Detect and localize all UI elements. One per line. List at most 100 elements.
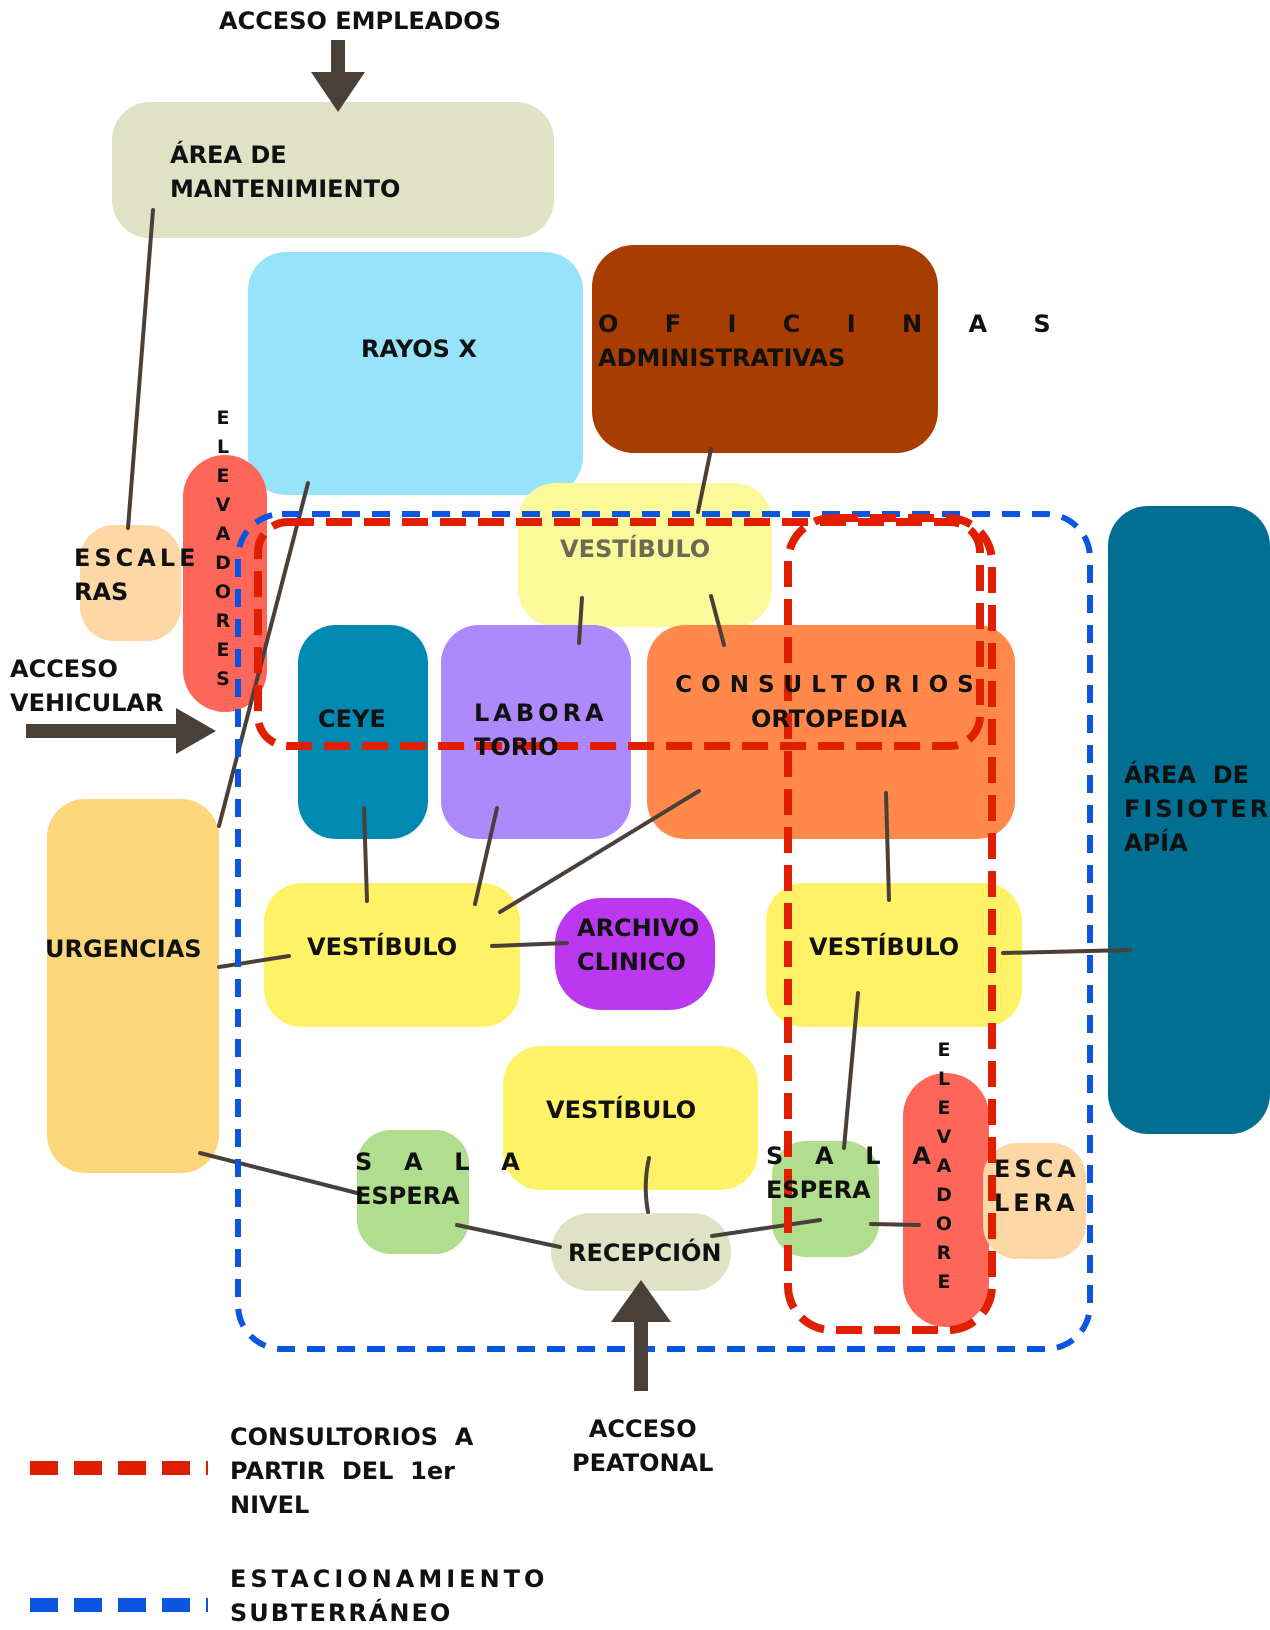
- fisioterapia-line-3: APÍA: [1124, 829, 1188, 857]
- connector-urgencias-vestibulo: [217, 954, 291, 969]
- escalera-right-line-1: ESCA: [994, 1155, 1080, 1183]
- escalera-right-box: [983, 1143, 1086, 1259]
- sala-espera-left-label: S A L A ESPERA: [355, 1145, 525, 1213]
- laboratorio-label: LABORA TORIO: [474, 696, 608, 764]
- blue-dashed-zone-parking: [235, 511, 1093, 1352]
- connector-recepcion-sala-right: [710, 1218, 822, 1238]
- legend-red-line-2: PARTIR DEL 1er: [230, 1457, 455, 1485]
- vestibulo-top-label: VESTÍBULO: [560, 535, 711, 563]
- mantenimiento-line-1: ÁREA DE: [170, 141, 287, 169]
- archivo-line-1: ARCHIVO: [577, 914, 700, 942]
- escalera-right-line-2: LERA: [994, 1189, 1079, 1217]
- connector-vestibulo-fisioterapia: [1001, 948, 1132, 955]
- vestibulo-top-box: [518, 483, 772, 627]
- acceso-vehicular-line-2: VEHICULAR: [10, 689, 164, 717]
- arrow-vehicular-head: [176, 708, 216, 754]
- connector-vestibulo-archivo: [490, 941, 569, 948]
- urgencias-label: URGENCIAS: [45, 935, 202, 963]
- recepcion-label: RECEPCIÓN: [568, 1239, 722, 1267]
- legend-red-line-3: NIVEL: [230, 1491, 310, 1519]
- connector-vestibulo-laboratorio: [577, 596, 584, 645]
- elevadores-left-box: [183, 455, 267, 712]
- archivo-box: [555, 898, 715, 1010]
- connector-vestibulo-consultorios: [709, 594, 726, 647]
- connector-laboratorio-vestibulo: [473, 806, 499, 906]
- legend-blue-line-2: SUBTERRÁNEO: [230, 1599, 453, 1627]
- oficinas-line-1: O F I C I N A S: [598, 310, 1070, 338]
- sala-espera-left-box: [357, 1130, 469, 1254]
- consultorios-line-2: ORTOPEDIA: [751, 705, 907, 733]
- red-dashed-zone-top: [254, 518, 984, 750]
- laboratorio-line-1: LABORA: [474, 699, 608, 727]
- mantenimiento-label: ÁREA DE MANTENIMIENTO: [170, 138, 400, 206]
- sala-espera-right-box: [772, 1141, 879, 1257]
- ceye-box: [298, 625, 428, 839]
- vestibulo-bottom-label: VESTÍBULO: [546, 1096, 697, 1124]
- connector-consultorios-vestibulo-left: [498, 789, 701, 914]
- recepcion-box: [551, 1213, 731, 1291]
- oficinas-label: O F I C I N A S ADMINISTRATIVAS: [598, 307, 1070, 375]
- archivo-line-2: CLINICO: [577, 948, 686, 976]
- vestibulo-left-label: VESTÍBULO: [307, 933, 458, 961]
- connector-ceye-vestibulo: [362, 806, 369, 903]
- connector-urgencias-sala-left: [198, 1151, 363, 1196]
- connector-sala-elevadores: [869, 1222, 921, 1227]
- red-dashed-zone-right: [784, 514, 996, 1334]
- legend-blue-line-1: ESTACIONAMIENTO: [230, 1565, 549, 1593]
- sala-espera-right-label: S A L A ESPERA: [766, 1139, 936, 1207]
- legend-red-line-1: CONSULTORIOS A: [230, 1423, 474, 1451]
- fisioterapia-line-1: ÁREA DE: [1124, 761, 1250, 789]
- elevadores-left-label: ELEVADORES: [214, 407, 232, 690]
- sala-espera-left-line-1: S A L A: [355, 1148, 525, 1176]
- rayos-x-box: [248, 252, 583, 495]
- sala-espera-right-line-2: ESPERA: [766, 1176, 871, 1204]
- escalera-right-label: ESCA LERA: [994, 1152, 1080, 1220]
- fisioterapia-line-2: FISIOTER: [1124, 795, 1270, 823]
- legend-red-label: CONSULTORIOS A PARTIR DEL 1er NIVEL: [230, 1420, 473, 1522]
- laboratorio-box: [441, 625, 631, 839]
- acceso-vehicular-label: ACCESO VEHICULAR: [10, 652, 163, 720]
- acceso-peatonal-label: ACCESO PEATONAL: [572, 1412, 713, 1480]
- sala-espera-left-line-2: ESPERA: [355, 1182, 460, 1210]
- connector-rayosx-urgencias: [217, 481, 310, 828]
- acceso-empleados-label: ACCESO EMPLEADOS: [219, 7, 501, 35]
- acceso-vehicular-line-1: ACCESO: [10, 655, 118, 683]
- sala-espera-right-line-1: S A L A: [766, 1142, 936, 1170]
- ceye-label: CEYE: [318, 705, 386, 733]
- consultorios-line-1: CONSULTORIOS: [675, 672, 983, 698]
- rayos-x-label: RAYOS X: [361, 335, 477, 363]
- connector-consultorios-vestibulo-right: [884, 791, 891, 902]
- vestibulo-right-label: VESTÍBULO: [809, 933, 960, 961]
- mantenimiento-box: [112, 102, 554, 238]
- connector-oficinas-vestibulo: [696, 447, 713, 514]
- escaleras-left-box: [80, 525, 181, 641]
- fisioterapia-label: ÁREA DE FISIOTER APÍA: [1124, 758, 1270, 860]
- vestibulo-bottom-box: [503, 1046, 758, 1190]
- escaleras-left-label: ESCALE RAS: [74, 541, 200, 609]
- laboratorio-line-2: TORIO: [474, 733, 559, 761]
- vestibulo-right-box: [766, 883, 1022, 1027]
- connector-mantenimiento-escaleras: [126, 208, 155, 530]
- arrow-peatonal-head: [611, 1280, 671, 1322]
- acceso-peatonal-line-2: PEATONAL: [572, 1449, 714, 1477]
- connector-vestibulo-sala-right: [842, 991, 860, 1150]
- escaleras-left-line-1: ESCALE: [74, 544, 200, 572]
- urgencias-box: [47, 799, 219, 1173]
- connector-sala-left-recepcion: [455, 1223, 562, 1249]
- oficinas-line-2: ADMINISTRATIVAS: [598, 344, 846, 372]
- fisioterapia-box: [1108, 506, 1270, 1134]
- connector-vestibulo-recepcion: [643, 1156, 651, 1214]
- arrow-empleados-head: [311, 72, 365, 112]
- elevadores-right-box: [903, 1073, 989, 1327]
- consultorios-box: [647, 625, 1015, 839]
- vestibulo-left-box: [264, 883, 520, 1027]
- oficinas-box: [592, 245, 938, 453]
- acceso-peatonal-line-1: ACCESO: [588, 1415, 697, 1443]
- legend-blue-label: ESTACIONAMIENTO SUBTERRÁNEO: [230, 1562, 548, 1630]
- mantenimiento-line-2: MANTENIMIENTO: [170, 175, 401, 203]
- elevadores-right-label: ELEVADORE: [935, 1039, 953, 1293]
- escaleras-left-line-2: RAS: [74, 578, 129, 606]
- consultorios-label: CONSULTORIOS ORTOPEDIA: [655, 668, 1003, 736]
